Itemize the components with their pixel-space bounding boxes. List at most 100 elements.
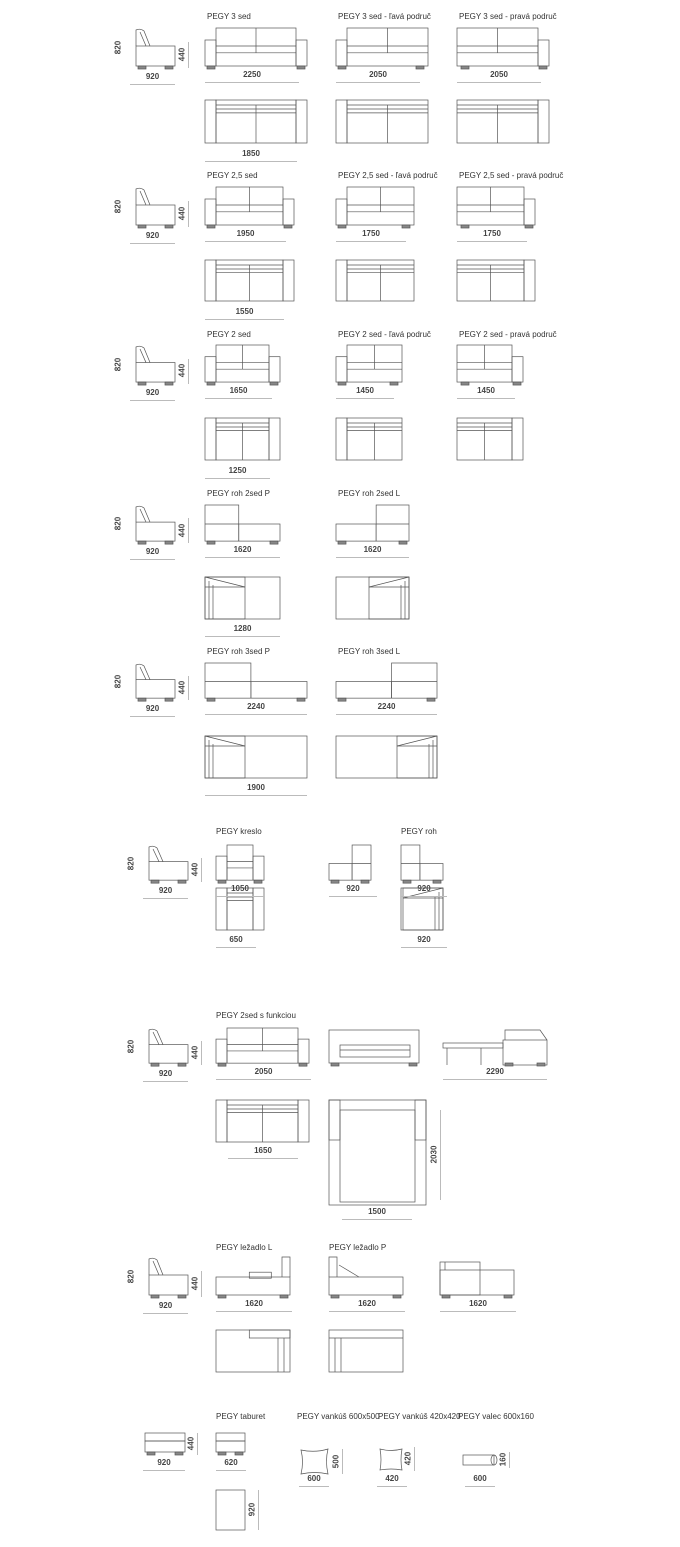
model-title: PEGY roh 2sed L <box>338 489 401 498</box>
dimension-value: 920 <box>145 72 160 81</box>
dimension-value: 2250 <box>243 70 261 79</box>
dimension-value: 1450 <box>356 386 374 395</box>
dimension-line <box>377 1486 407 1487</box>
model-title: PEGY 2sed s funkciou <box>216 1011 296 1020</box>
dimension-value: 1620 <box>469 1299 487 1308</box>
width-dimension: 1450 <box>336 386 394 399</box>
width-dimension: 1620 <box>329 1299 405 1312</box>
dimension-value: 920 <box>145 704 160 713</box>
dimension-line <box>201 1040 202 1065</box>
dimension-line <box>509 1452 510 1468</box>
dimension-value: 1620 <box>245 1299 263 1308</box>
front-view <box>335 27 429 70</box>
height-dimension: 440 <box>177 523 187 537</box>
dimension-line <box>336 557 409 558</box>
model-title: PEGY ležadlo L <box>216 1243 273 1252</box>
dimension-value: 920 <box>417 884 431 893</box>
width-dimension: 920 <box>143 886 188 899</box>
height-dimension: 820 <box>113 357 123 371</box>
dimension-line <box>342 1449 343 1474</box>
dimension-line <box>188 42 189 68</box>
height-dimension: 440 <box>190 1045 200 1060</box>
width-dimension: 920 <box>143 1069 188 1082</box>
sofa-bed-open-front-view <box>328 1029 420 1067</box>
width-dimension: 920 <box>401 935 447 948</box>
model-title: PEGY vankúš 600x500 <box>297 1412 380 1421</box>
lounger-front-view <box>215 1256 291 1299</box>
model-title: PEGY 3 sed <box>207 12 251 21</box>
dimension-line <box>258 1490 259 1530</box>
dimension-value: 2240 <box>247 702 265 711</box>
model-title: PEGY 2 sed - pravá područ <box>459 330 557 339</box>
dimension-value: 920 <box>145 547 160 556</box>
dimension-line <box>143 1081 188 1082</box>
dimension-value: 2290 <box>486 1067 504 1076</box>
dimension-value: 1750 <box>362 229 380 238</box>
dimension-line <box>143 1313 188 1314</box>
model-title: PEGY 2 sed <box>207 330 251 339</box>
model-title: PEGY roh 3sed P <box>207 647 270 656</box>
side-view <box>148 1028 189 1067</box>
dimension-line <box>457 241 527 242</box>
width-dimension: 920 <box>130 547 175 560</box>
height-dimension: 160 <box>498 1452 508 1467</box>
height-dimension: 820 <box>113 40 123 55</box>
corner-front-view <box>335 504 410 545</box>
dimension-value: 1500 <box>368 1207 386 1216</box>
top-view <box>335 259 415 302</box>
dimension-value: 2050 <box>369 70 387 79</box>
width-dimension: 1950 <box>205 229 286 242</box>
width-dimension: 600 <box>465 1474 495 1487</box>
front-view <box>335 344 403 386</box>
height-dimension: 420 <box>403 1451 413 1466</box>
dimension-line <box>401 947 447 948</box>
dimension-line <box>188 358 189 384</box>
height-dimension: 820 <box>113 516 123 531</box>
width-dimension: 650 <box>216 935 256 948</box>
model-title: PEGY roh <box>401 827 437 836</box>
width-dimension: 1620 <box>216 1299 292 1312</box>
width-dimension: 1900 <box>205 783 307 796</box>
dimension-value: 1650 <box>229 386 248 395</box>
dimension-line <box>205 714 307 715</box>
front-view <box>215 1027 310 1067</box>
dimension-value: 1250 <box>228 466 247 475</box>
dimension-value: 1750 <box>483 229 501 238</box>
model-title: PEGY 2,5 sed - ľavá područ <box>338 171 438 180</box>
dimension-line <box>216 947 256 948</box>
corner-top-view <box>400 887 444 931</box>
height-dimension: 920 <box>247 1502 257 1517</box>
dimension-line <box>216 1470 246 1471</box>
height-dimension: 2030 <box>429 1145 439 1164</box>
corner-top-view <box>204 735 308 779</box>
dimension-value: 920 <box>145 388 160 397</box>
dimension-line <box>205 557 280 558</box>
model-title: PEGY kreslo <box>216 827 262 836</box>
side-view <box>135 187 176 229</box>
dimension-line <box>130 243 175 244</box>
dimension-value: 920 <box>158 886 173 895</box>
height-dimension: 500 <box>331 1454 341 1468</box>
height-dimension: 820 <box>113 674 123 688</box>
height-dimension: 440 <box>177 364 187 378</box>
top-view <box>204 259 295 302</box>
width-dimension: 620 <box>216 1458 246 1471</box>
dimension-line <box>414 1447 415 1471</box>
dimension-value: 1950 <box>236 229 255 238</box>
width-dimension: 920 <box>143 1458 185 1471</box>
front-view <box>456 27 550 70</box>
dimension-line <box>336 714 437 715</box>
corner-front-view <box>400 844 444 884</box>
dimension-value: 1650 <box>254 1146 272 1155</box>
corner-top-view <box>335 735 438 779</box>
model-title: PEGY roh 3sed L <box>338 647 401 656</box>
dimension-line <box>201 857 202 882</box>
width-dimension: 2050 <box>457 70 541 83</box>
height-dimension: 820 <box>126 1039 136 1053</box>
front-view <box>204 186 295 229</box>
width-dimension: 2250 <box>205 70 299 83</box>
dimension-line <box>457 398 515 399</box>
width-dimension: 1650 <box>205 386 272 399</box>
top-view <box>456 99 550 144</box>
